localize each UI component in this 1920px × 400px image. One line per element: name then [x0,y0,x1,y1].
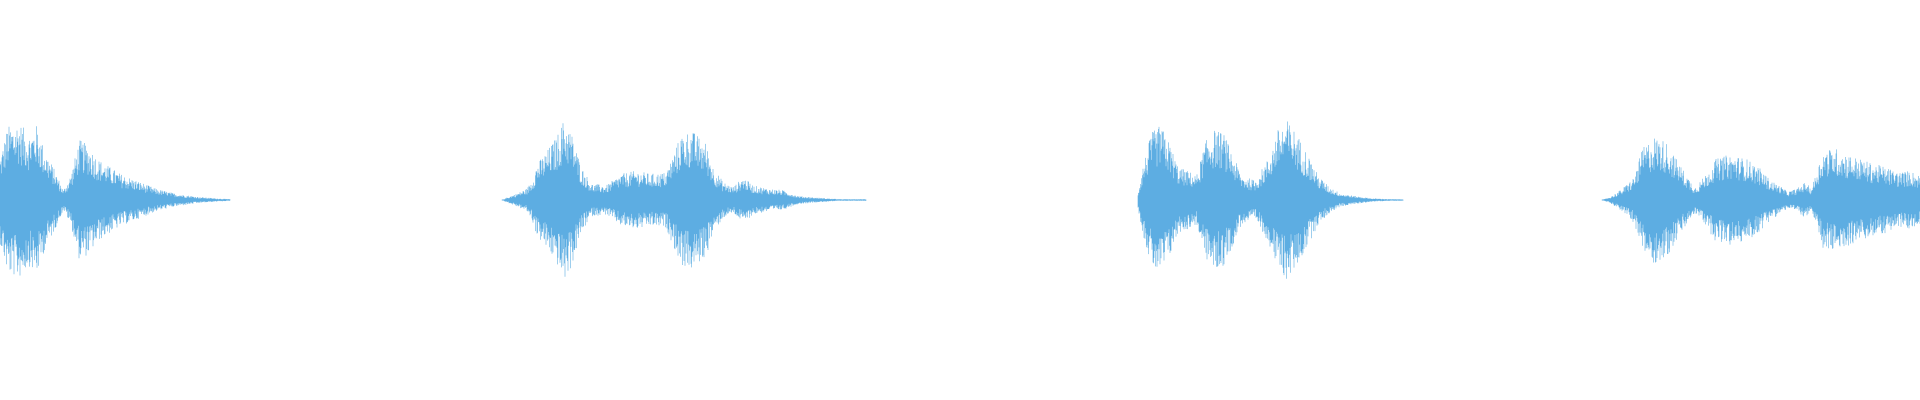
audio-clip-3[interactable] [1137,121,1404,279]
waveform-trace-1 [0,126,231,276]
audio-clip-1[interactable] [0,126,231,276]
audio-clip-2[interactable] [501,123,867,277]
waveform-trace-4 [1601,138,1920,263]
audio-clip-4[interactable] [1601,138,1920,263]
